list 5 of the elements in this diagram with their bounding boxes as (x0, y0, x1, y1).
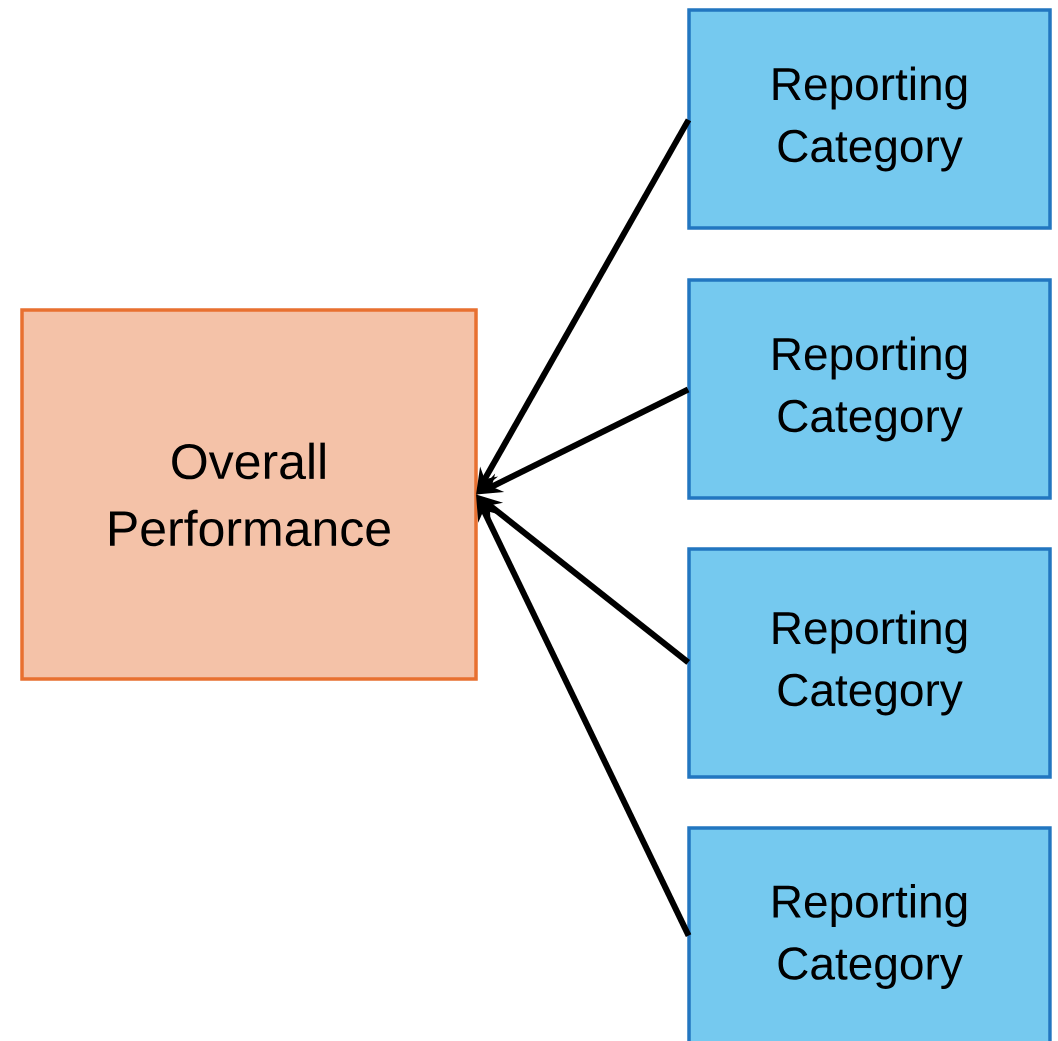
category-box: Reporting Category (687, 826, 1052, 1041)
result-box: Overall Performance (20, 308, 478, 681)
category-box: Reporting Category (687, 547, 1052, 779)
category-box: Reporting Category (687, 8, 1052, 230)
category-box: Reporting Category (687, 278, 1052, 500)
